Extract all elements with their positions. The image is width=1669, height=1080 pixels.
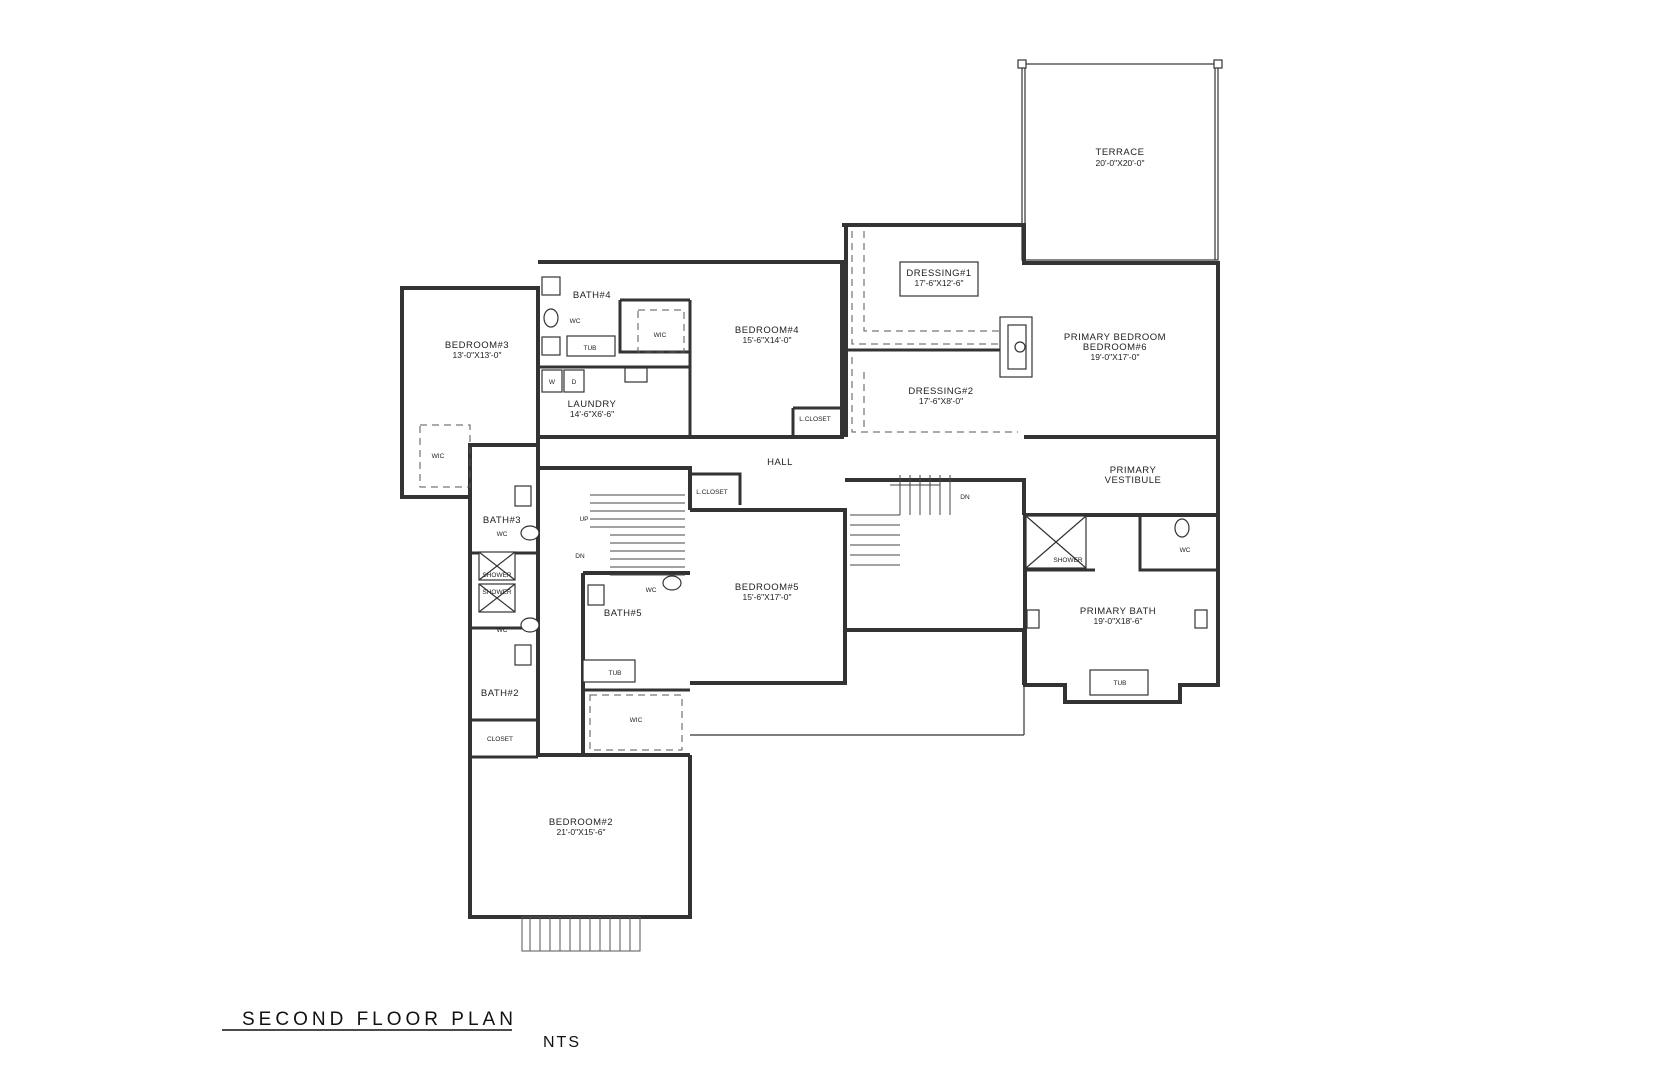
bedroom4-dim: 15'-6"X14'-0" (743, 335, 792, 345)
primary-vestibule-label: PRIMARY (1110, 465, 1157, 476)
primary-vestibule-label2: VESTIBULE (1105, 475, 1162, 486)
plan-title: SECOND FLOOR PLAN (242, 1009, 517, 1030)
wc-tag-bath2: WC (497, 627, 508, 634)
laundry-dim: 14'-6"X6'-6" (570, 409, 614, 419)
dryer-tag: D (572, 379, 577, 386)
dressing1-label: DRESSING#1 (906, 268, 971, 279)
lcloset-tag-2: L.CLOSET (696, 489, 727, 496)
dressing-dashes (851, 231, 1018, 433)
room-labels: PRIMARY BEDROOM BEDROOM#6 19'-0"X17'-0" … (445, 268, 1166, 837)
primary-bedroom-dim: 19'-0"X17'-0" (1091, 352, 1140, 362)
exterior-walls (400, 223, 1220, 919)
fireplace (999, 316, 1033, 378)
dressing2-dim: 17'-6"X8'-0" (919, 396, 963, 406)
closet-tag: CLOSET (487, 736, 513, 743)
scale-note: NTS (543, 1034, 581, 1051)
title-block: SECOND FLOOR PLAN NTS (222, 1009, 581, 1051)
stairs (590, 475, 951, 576)
dn-tag-left: DN (575, 553, 585, 560)
primary-bath-label: PRIMARY BATH (1080, 606, 1156, 617)
primary-bedroom-label2: BEDROOM#6 (1083, 342, 1147, 353)
wc-tag-bath5: WC (646, 587, 657, 594)
wic-tag-bedroom5: WIC (630, 717, 643, 724)
dressing2-label: DRESSING#2 (908, 386, 973, 397)
fixture-tags: WC WIC TUB W D L.CLOSET L.CLOSET WIC WC … (432, 318, 1191, 743)
bedroom5-label: BEDROOM#5 (735, 582, 799, 593)
laundry-label: LAUNDRY (568, 399, 617, 410)
wc-tag-primary: WC (1180, 547, 1191, 554)
interior-walls (470, 298, 1218, 759)
bath2-label: BATH#2 (481, 688, 519, 699)
bedroom3-dim: 13'-0"X13'-0" (453, 350, 502, 360)
balcony-railing (521, 916, 641, 952)
primary-bedroom-label: PRIMARY BEDROOM (1064, 332, 1166, 343)
bedroom2-label: BEDROOM#2 (549, 817, 613, 828)
lcloset-tag-1: L.CLOSET (799, 416, 830, 423)
washer-tag: W (549, 379, 556, 386)
dn-tag-right: DN (960, 494, 970, 501)
bath4-label: BATH#4 (573, 290, 611, 301)
shower-tag-primary: SHOWER (1053, 557, 1083, 564)
terrace-dim: 20'-0"X20'-0" (1096, 158, 1145, 168)
bedroom3-label: BEDROOM#3 (445, 340, 509, 351)
wc-tag-bath4: WC (570, 318, 581, 325)
primary-bath-dim: 19'-0"X18'-6" (1094, 616, 1143, 626)
bath5-label: BATH#5 (604, 608, 642, 619)
tub-tag-bath4: TUB (584, 345, 597, 352)
hall-label: HALL (767, 457, 793, 468)
tub-tag-bath5: TUB (609, 670, 622, 677)
bedroom4-label: BEDROOM#4 (735, 325, 799, 336)
shower-tag-bath2: SHOWER (482, 589, 512, 596)
wic-tag-bedroom3: WIC (432, 453, 445, 460)
terrace: TERRACE 20'-0"X20'-0" (1017, 59, 1223, 261)
shower-tag-bath3: SHOWER (482, 572, 512, 579)
wic-tag-bedroom4: WIC (654, 332, 667, 339)
bedroom5-dim: 15'-6"X17'-0" (743, 592, 792, 602)
up-tag: UP (579, 516, 588, 523)
tub-tag-primary: TUB (1114, 680, 1127, 687)
dressing1-dim: 17'-6"X12'-6" (915, 278, 964, 288)
wc-tag-bath3: WC (497, 531, 508, 538)
fixtures (419, 276, 1208, 751)
bedroom2-dim: 21'-0"X15'-6" (557, 827, 606, 837)
terrace-label: TERRACE (1096, 147, 1145, 158)
bath3-label: BATH#3 (483, 515, 521, 526)
